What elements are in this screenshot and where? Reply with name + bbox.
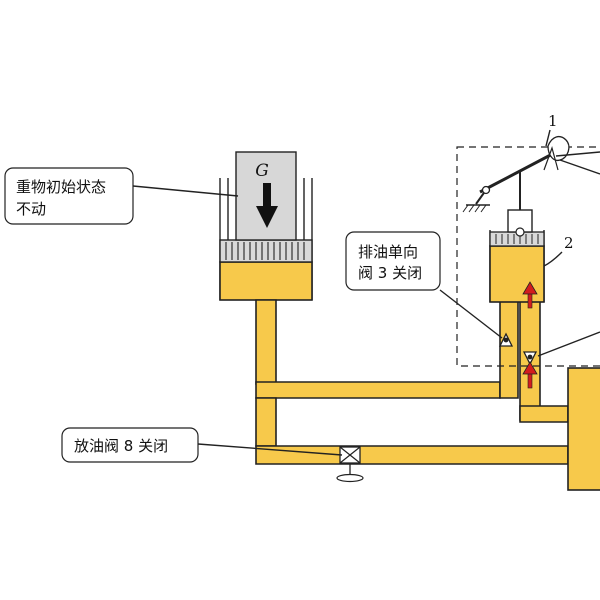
- flow-up-arrow-icon: [522, 281, 538, 309]
- leader-1: [545, 129, 551, 147]
- leader-check-valve-right: [537, 331, 600, 357]
- callout-drain-valve-8: 放油阀 8 关闭: [61, 427, 343, 463]
- flow-up-arrow-icon: [522, 361, 538, 389]
- callout-box: [4, 167, 134, 225]
- check-valve-icon: [522, 351, 538, 366]
- callout-leader: [439, 289, 503, 339]
- pipe-left-lower: [255, 397, 277, 447]
- callout-check-valve-3: 排油单向 阀 3 关闭: [345, 231, 503, 339]
- large-cylinder-oil: [219, 261, 313, 301]
- ground-hatching: [462, 204, 487, 213]
- pump-unit-boundary: [456, 146, 600, 367]
- part-number-1: 1: [548, 112, 558, 130]
- large-cylinder-guides: [227, 178, 305, 240]
- seal-hatching: [225, 242, 305, 260]
- callout-check-line2: 阀 3 关闭: [358, 264, 422, 282]
- piston-pivot: [515, 227, 525, 237]
- pump-cylinder: [489, 209, 545, 303]
- pipe-bottom-horizontal: [255, 445, 569, 465]
- pipe-upper-horizontal: [255, 381, 501, 399]
- pipe-pump-outlet: [499, 299, 519, 399]
- check-valve-icon: [498, 332, 514, 347]
- callout-box: [345, 231, 441, 291]
- handle-grip: [543, 146, 559, 171]
- lever-mechanism: [462, 135, 600, 213]
- callout-leader: [132, 185, 239, 197]
- lever-fulcrum: [481, 185, 491, 195]
- callout-drain-text: 放油阀 8 关闭: [74, 437, 168, 455]
- valve-icon: [336, 446, 364, 483]
- pump-seal-hatching: [495, 234, 539, 244]
- callout-check-line1: 排油单向: [358, 243, 418, 261]
- lever-arm: [479, 148, 561, 194]
- part-number-2: 2: [564, 234, 574, 252]
- large-cylinder: G: [219, 151, 313, 301]
- leader-handle-2: [555, 151, 600, 157]
- arrow-down-icon: [256, 183, 278, 228]
- oil-pipes: [255, 299, 569, 465]
- pipe-large-down: [255, 299, 277, 385]
- leader-2: [543, 251, 563, 267]
- weight-label: G: [255, 161, 269, 181]
- lever-handle: [547, 135, 570, 162]
- oil-tank: [567, 367, 600, 491]
- callout-heavy-line2: 不动: [16, 200, 46, 218]
- callout-box: [61, 427, 199, 463]
- callout-heavy-line1: 重物初始状态: [16, 178, 106, 196]
- pipe-to-tank: [519, 405, 569, 423]
- leader-handle: [559, 159, 600, 175]
- callout-heavy-weight: 重物初始状态 不动: [4, 167, 239, 225]
- pump-oil: [489, 245, 545, 303]
- callout-leader: [197, 443, 343, 456]
